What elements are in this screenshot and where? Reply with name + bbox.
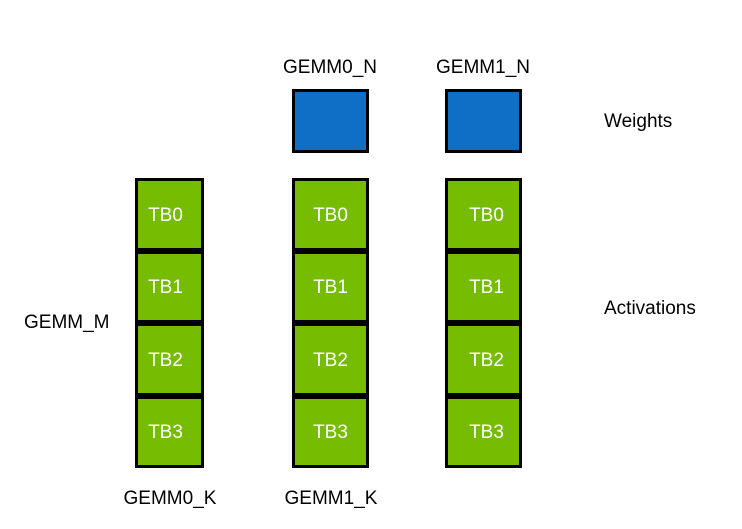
tb-cell[interactable]: TB0 bbox=[135, 178, 204, 251]
gemm-m-column: TB0 TB1 TB2 TB3 bbox=[135, 178, 204, 468]
tb-cell-label: TB2 bbox=[469, 349, 504, 371]
tb-cell[interactable]: TB3 bbox=[135, 395, 204, 468]
tb-cell[interactable]: TB1 bbox=[445, 250, 522, 323]
gemm1-k-label: GEMM1_K bbox=[284, 488, 378, 509]
tb-cell-label: TB0 bbox=[148, 204, 183, 226]
gemm0-k-label: GEMM0_K bbox=[123, 488, 217, 509]
gemm0-weight-tile[interactable] bbox=[292, 89, 369, 153]
gemm1-activation-column: TB0 TB1 TB2 TB3 bbox=[445, 178, 522, 468]
tb-cell[interactable]: TB1 bbox=[135, 250, 204, 323]
tb-cell-label: TB2 bbox=[148, 349, 183, 371]
tb-cell-label: TB1 bbox=[469, 277, 504, 299]
tb-cell-label: TB3 bbox=[148, 422, 183, 444]
gemm0-n-label-line1: GEMM0_N bbox=[283, 57, 377, 78]
tb-cell-label: TB0 bbox=[469, 204, 504, 226]
tb-cell[interactable]: TB3 bbox=[292, 395, 369, 468]
gemm1-weight-tile[interactable] bbox=[445, 89, 522, 153]
gemm-m-label: GEMM_M bbox=[24, 312, 110, 333]
tb-cell-label: TB2 bbox=[313, 349, 348, 371]
gemm1-n-label-line1: GEMM1_N bbox=[436, 57, 530, 78]
tb-cell[interactable]: TB0 bbox=[292, 178, 369, 251]
tb-cell[interactable]: TB2 bbox=[135, 323, 204, 396]
tb-cell-label: TB3 bbox=[313, 422, 348, 444]
tb-cell[interactable]: TB1 bbox=[292, 250, 369, 323]
weights-label: Weights bbox=[604, 111, 673, 132]
tb-cell-label: TB1 bbox=[313, 277, 348, 299]
tb-cell[interactable]: TB3 bbox=[445, 395, 522, 468]
activations-label: Activations bbox=[604, 298, 696, 319]
tb-cell-label: TB1 bbox=[148, 277, 183, 299]
tb-cell[interactable]: TB2 bbox=[445, 323, 522, 396]
tb-cell[interactable]: TB2 bbox=[292, 323, 369, 396]
tb-cell-label: TB3 bbox=[469, 422, 504, 444]
gemm0-activation-column: TB0 TB1 TB2 TB3 bbox=[292, 178, 369, 468]
tb-cell[interactable]: TB0 bbox=[445, 178, 522, 251]
tb-cell-label: TB0 bbox=[313, 204, 348, 226]
